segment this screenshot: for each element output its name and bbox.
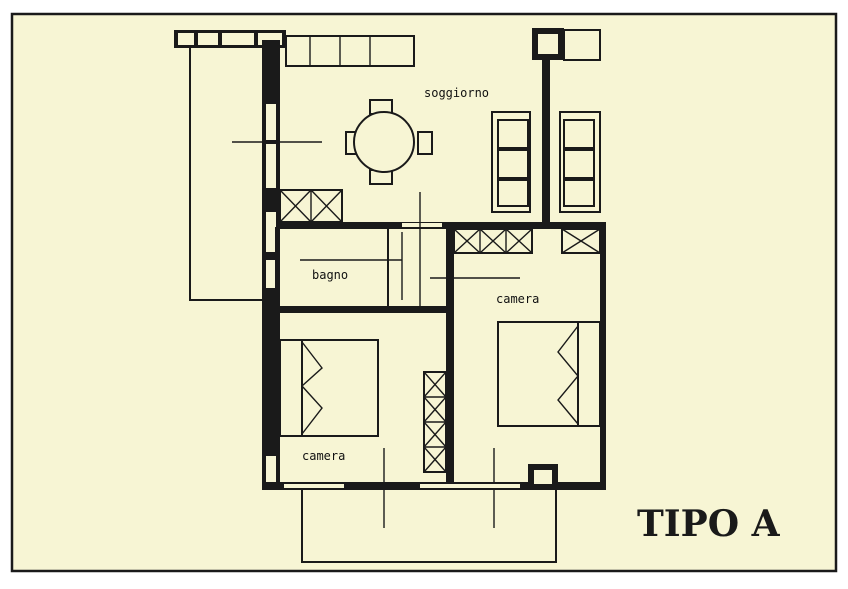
left-wall [262,40,280,490]
mid-wall [276,222,606,229]
bed-left [279,339,379,437]
bedroom-divider [446,228,454,490]
room-label-camera-right: camera [496,292,539,306]
sofa-left [491,111,531,213]
right-wall [600,222,606,488]
living-right-wall [542,56,550,224]
bath-lower-wall [276,306,452,313]
room-label-bagno: bagno [312,268,348,282]
room-label-soggiorno: soggiorno [424,86,489,100]
wardrobe-right-bedroom [453,228,601,254]
bottom-wall [262,464,606,490]
wardrobe-left-bedroom [423,371,447,473]
sofa-right [559,111,601,213]
paper-frame [10,12,838,573]
plan-title: TIPO A [637,503,781,545]
wardrobe-living [279,189,343,223]
dining-table [345,99,433,185]
bed-right [497,321,601,427]
room-label-camera-left: camera [302,449,345,463]
